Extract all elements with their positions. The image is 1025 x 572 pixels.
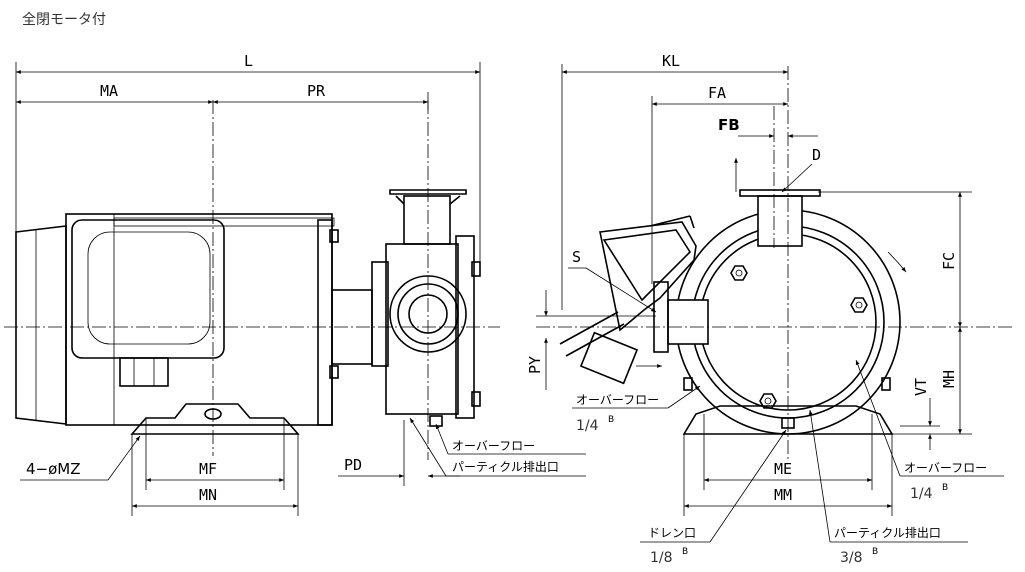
motor-body [65,213,333,426]
dim-MM: MM [774,486,792,504]
callout-drain: ドレン口 [648,526,696,540]
dim-FB: FB [718,116,740,134]
callout-overflow-left: オーバーフロー [576,393,659,407]
callout-overflow-front: オーバーフロー [452,439,535,453]
dim-MN: MN [199,486,217,504]
dim-ME: ME [774,460,792,478]
side-view [536,66,1012,462]
side-discharge-flange [739,189,821,197]
side-suction-pipe [667,299,709,345]
side-conduit-box [579,331,639,385]
callout-overflow-right-size: 1/4 [910,486,933,502]
dim-KL: KL [662,52,680,70]
thread-mark-drain: B [682,547,688,557]
fan-cover [15,225,67,425]
dim-MF: MF [199,460,217,478]
discharge-pipe [403,195,451,245]
discharge-flange [389,189,467,195]
thread-mark-particle: B [872,547,878,557]
callout-overflow-left-size: 1/4 [576,418,599,434]
dim-L: L [244,52,253,70]
dim-MA: MA [100,82,118,100]
dim-PY: PY [526,356,544,374]
terminal-box-lid [113,217,335,227]
front-dimensions: L MA PR MF MN 4−øMZ PD オーバーフロー パーティクル排出口 [15,52,586,516]
dim-MZ: 4−øMZ [26,460,81,478]
terminal-box [71,219,225,359]
dim-VT: VT [912,378,930,396]
side-discharge-pipe [757,195,803,247]
drawing-title: 全閉モータ付 [22,11,106,28]
callout-particle-front: パーティクル排出口 [452,460,559,474]
conduit-port [119,357,169,387]
front-view [4,100,500,460]
callout-drain-size: 1/8 [650,550,673,566]
callout-overflow-right: オーバーフロー [904,461,987,475]
dim-PD: PD [344,456,362,474]
dim-MH: MH [940,370,958,388]
pump-casing [371,261,389,367]
casing-bolts [730,265,868,409]
side-dimensions: KL FA FB D S FC MH VT PY ME MM [526,52,972,516]
thread-mark-left: B [608,415,614,425]
callout-particle-side: パーティクル排出口 [834,526,941,540]
thread-mark-right: B [942,483,948,493]
dim-S: S [572,248,581,266]
dim-FA: FA [708,84,726,102]
callout-particle-side-size: 3/8 [840,550,863,566]
pump-housing [385,243,459,415]
dim-D: D [812,146,821,164]
motor-flange [317,219,333,426]
dim-FC: FC [940,252,958,270]
motor-foot [130,403,300,435]
side-callouts: オーバーフロー 1/4 B オーバーフロー 1/4 B ドレン口 1/8 B パ… [572,359,1004,566]
dim-PR: PR [307,82,326,100]
